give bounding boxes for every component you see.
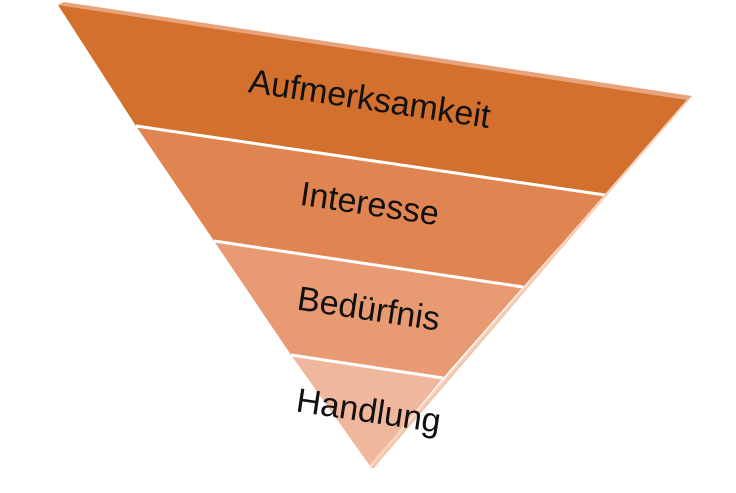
funnel-right-highlight	[369, 99, 689, 467]
funnel-divider	[290, 353, 444, 380]
funnel-layer-aufmerksamkeit	[58, 5, 688, 195]
funnel-top-edge	[58, 2, 692, 100]
funnel-divider	[135, 124, 606, 197]
funnel-divider	[213, 239, 524, 289]
funnel-layer-beduerfnis	[214, 241, 523, 378]
funnel-layer-handlung	[291, 355, 443, 466]
